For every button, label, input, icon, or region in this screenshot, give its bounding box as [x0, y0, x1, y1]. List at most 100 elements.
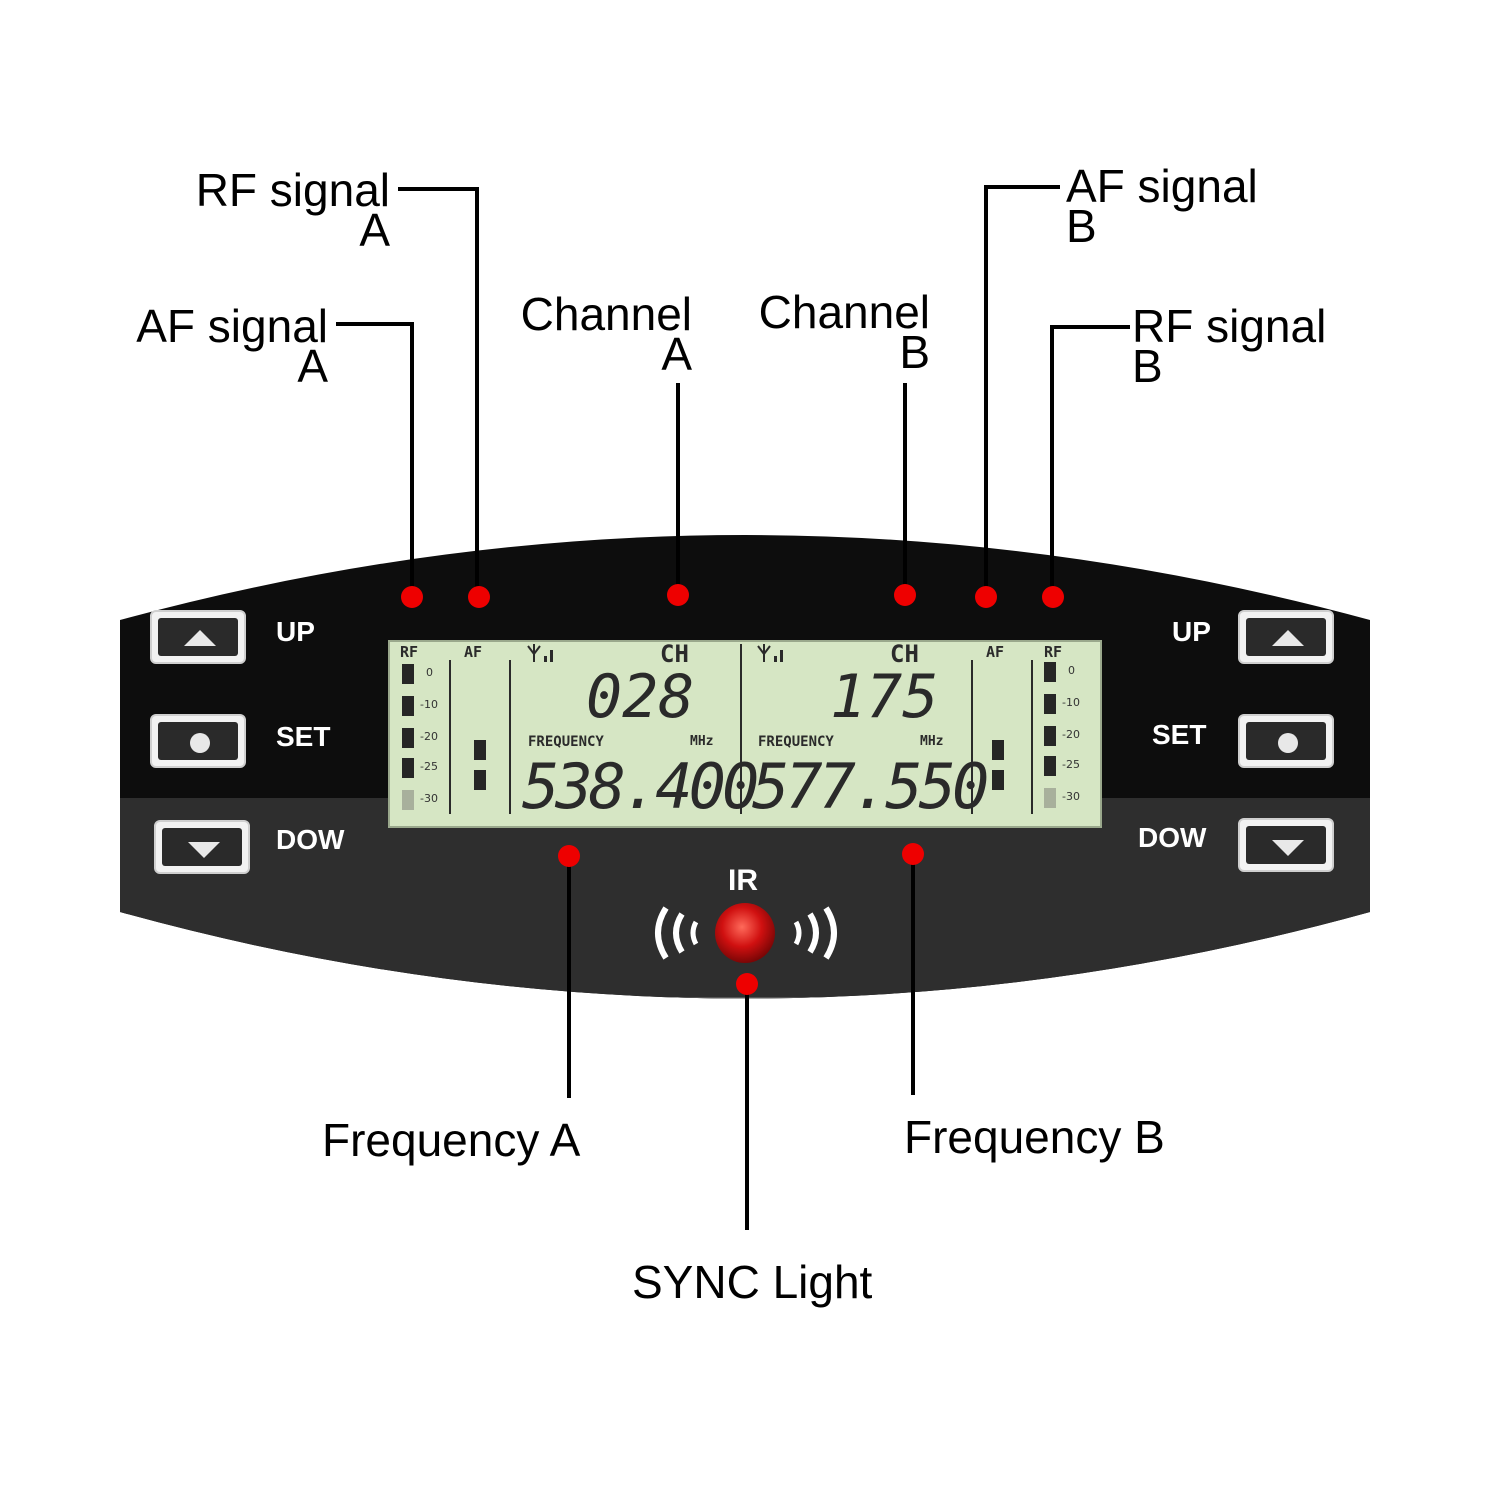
leader-line-channel-a — [676, 383, 680, 595]
leader-line-rf-a — [475, 187, 479, 595]
callout-line: B — [899, 326, 930, 378]
triangle-down-icon — [188, 842, 220, 858]
mhz-label-b: MHz — [920, 734, 944, 749]
callout-sync-light: SYNC Light — [632, 1256, 873, 1308]
down-label-left: DOW — [276, 824, 345, 855]
triangle-down-icon — [1272, 840, 1304, 856]
sync-led-icon — [715, 903, 775, 963]
leader-line-af-b — [984, 185, 1060, 189]
rf-b-bar — [1044, 756, 1056, 776]
ch-label-b: CH — [890, 640, 919, 668]
up-label-right: UP — [1172, 616, 1211, 647]
af-b-bar — [992, 770, 1004, 790]
rf-a-tick: -25 — [420, 760, 438, 773]
channel-b-value: 175 — [830, 662, 939, 732]
set-label-left: SET — [276, 721, 331, 752]
callout-frequency-a: Frequency A — [322, 1114, 581, 1166]
rf-b-tick: -30 — [1062, 790, 1080, 803]
circle-icon — [1278, 733, 1298, 753]
marker-af-a — [401, 586, 423, 608]
rf-a-bar — [402, 664, 414, 684]
triangle-up-icon — [1272, 630, 1304, 646]
callout-rf-signal-a: RF signal A — [190, 164, 390, 256]
rf-a-tick: -30 — [420, 792, 438, 805]
up-button-right[interactable] — [1238, 610, 1334, 664]
leader-line-rf-b — [1050, 325, 1130, 329]
callout-line: RF signal — [195, 164, 390, 216]
leader-line-frequency-b — [911, 853, 915, 1095]
callout-line: A — [359, 204, 390, 256]
triangle-up-icon — [184, 630, 216, 646]
rf-a-bar — [402, 728, 414, 748]
marker-frequency-a — [558, 845, 580, 867]
mhz-label-a: MHz — [690, 734, 714, 749]
rf-label-a: RF — [400, 643, 419, 661]
callout-line: Channel — [758, 286, 930, 338]
af-label-b: AF — [986, 643, 1005, 661]
rf-b-bar — [1044, 726, 1056, 746]
leader-line-rf-a — [398, 187, 479, 191]
rf-b-tick: -20 — [1062, 728, 1080, 741]
callout-rf-signal-b: RF signal B — [1132, 300, 1327, 392]
lcd-dividers — [449, 644, 1033, 814]
leader-line-channel-b — [903, 383, 907, 595]
antenna-icon — [757, 644, 783, 662]
rf-a-bar — [402, 758, 414, 778]
rf-a-tick: -20 — [420, 730, 438, 743]
rf-b-tick: -25 — [1062, 758, 1080, 771]
callout-line: AF signal — [136, 300, 328, 352]
callout-af-signal-b: AF signal B — [1066, 160, 1258, 252]
rf-b-tick: 0 — [1068, 664, 1075, 677]
frequency-label-b: FREQUENCY — [758, 734, 834, 750]
callout-line: AF signal — [1066, 160, 1258, 212]
rf-a-tick: 0 — [426, 666, 433, 679]
rf-b-bar — [1044, 662, 1056, 682]
leader-line-frequency-a — [567, 855, 571, 1098]
callout-line: Channel — [520, 288, 692, 340]
callout-channel-a: Channel A — [512, 288, 692, 380]
marker-frequency-b — [902, 843, 924, 865]
antenna-icon — [527, 644, 553, 662]
callout-line: A — [661, 328, 692, 380]
callout-channel-b: Channel B — [750, 286, 930, 378]
down-label-right: DOW — [1138, 822, 1207, 853]
rf-a-bar — [402, 790, 414, 810]
af-label-a: AF — [464, 643, 483, 661]
callout-af-signal-a: AF signal A — [126, 300, 328, 392]
channel-a-value: 028 — [586, 662, 695, 732]
up-button-left[interactable] — [150, 610, 246, 664]
rf-b-tick: -10 — [1062, 696, 1080, 709]
down-button-right[interactable] — [1238, 818, 1334, 872]
rf-a-bar — [402, 696, 414, 716]
down-button-left[interactable] — [154, 820, 250, 874]
leader-line-rf-b — [1050, 325, 1054, 595]
callout-line: A — [297, 340, 328, 392]
marker-channel-b — [894, 584, 916, 606]
set-button-left[interactable] — [150, 714, 246, 768]
marker-sync-light — [736, 973, 758, 995]
callout-line: B — [1066, 200, 1097, 252]
lcd-display: RF AF CH 028 FREQUENCY MHz 538.400 CH 17… — [388, 640, 1102, 828]
leader-line-af-b — [984, 185, 988, 595]
rf-b-bar — [1044, 788, 1056, 808]
circle-icon — [190, 733, 210, 753]
ch-label-a: CH — [660, 640, 689, 668]
rf-a-tick: -10 — [420, 698, 438, 711]
callout-line: RF signal — [1132, 300, 1327, 352]
af-a-bar — [474, 770, 486, 790]
up-label-left: UP — [276, 616, 315, 647]
af-a-bar — [474, 740, 486, 760]
rf-b-bar — [1044, 694, 1056, 714]
callout-line: B — [1132, 340, 1163, 392]
frequency-a-value: 538.400 — [522, 750, 759, 823]
frequency-label-a: FREQUENCY — [528, 734, 604, 750]
marker-rf-b — [1042, 586, 1064, 608]
leader-line-sync-light — [745, 983, 749, 1230]
ir-waves-icon — [655, 906, 837, 960]
set-label-right: SET — [1152, 719, 1207, 750]
leader-line-af-a — [336, 322, 414, 326]
frequency-b-value: 577.550 — [752, 750, 989, 823]
set-button-right[interactable] — [1238, 714, 1334, 768]
ir-label: IR — [728, 864, 758, 897]
